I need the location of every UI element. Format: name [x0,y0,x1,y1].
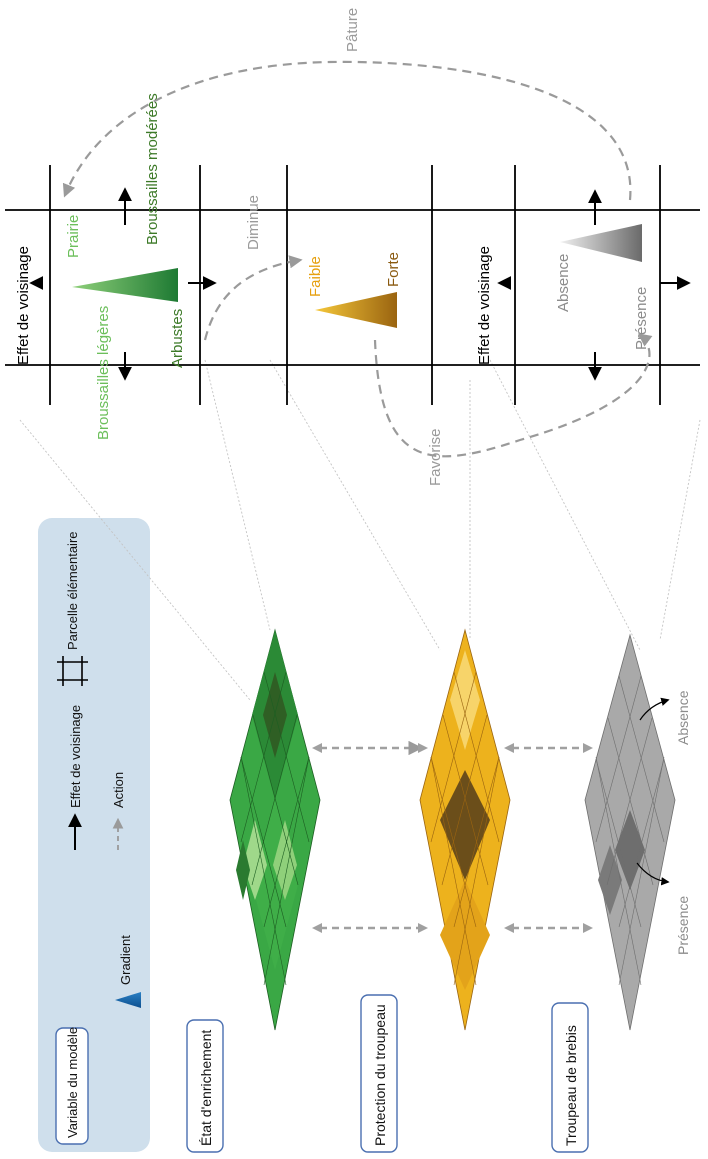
svg-text:Protection du troupeau: Protection du troupeau [372,1004,388,1146]
panel-grid-lines [5,165,700,405]
parcel-icon [57,656,88,686]
neighbour-effect-top-label: Effet de voisinage [15,246,32,365]
action-arrows [62,60,653,458]
projection-lines [19,359,701,701]
legend-action-label: Action [111,772,126,808]
pature-arrow [62,60,632,201]
faible-label: Faible [307,256,324,297]
diminue-label: Diminue [245,195,262,250]
favorise-arrow [373,333,653,458]
favorise-label: Favorise [427,428,444,486]
legend-neighbourhood-label: Effet de voisinage [68,705,83,808]
broussailles-moderees-label: Broussailles modérées [144,93,161,245]
flock-gradient-triangle [560,224,642,262]
legend-gradient-label: Gradient [118,935,133,985]
legend-background [38,518,150,1152]
legend-variable-label: Variable du modèle [65,1027,80,1138]
flock-grid-absence-label: Absence [675,690,691,745]
enrichment-gradient-triangle [72,268,178,302]
panel-absence-label: Absence [555,254,572,312]
panel-presence-label: Présence [633,287,650,350]
diminue-arrow [203,255,303,341]
neighbourhood-arrows [29,187,691,381]
layer-label-protection: Protection du troupeau [360,994,398,1153]
broussailles-legeres-label: Broussailles légères [95,306,112,440]
protection-grid [419,628,511,1031]
protection-gradient-triangle [315,292,397,328]
enrichment-grid [229,628,321,1031]
svg-text:Troupeau de brebis: Troupeau de brebis [563,1025,579,1146]
prairie-label: Prairie [65,215,82,258]
flock-grid-presence-label: Présence [675,896,691,955]
layer-link-arrows [320,740,585,930]
layer-label-flock: Troupeau de brebis [551,1002,589,1153]
gradient-icon [115,992,141,1008]
arbustes-label: Arbustes [169,309,186,368]
legend-variable-box [55,1027,89,1145]
svg-text:État d'enrichement: État d'enrichement [198,1030,214,1146]
flock-grid: Absence Présence [584,633,691,1031]
layer-label-enrichment: État d'enrichement [186,1019,224,1153]
forte-label: Forte [385,252,402,287]
pature-label: Pâture [344,8,361,52]
legend-parcel-label: Parcelle élémentaire [65,531,80,650]
layer-link-arrowheads [312,743,593,933]
neighbour-effect-bottom-label: Effet de voisinage [476,246,493,365]
legend-panel: Variable du modèle Gradient Effet de voi… [38,518,150,1152]
presence-pointer [636,862,670,886]
absence-pointer [639,697,670,721]
